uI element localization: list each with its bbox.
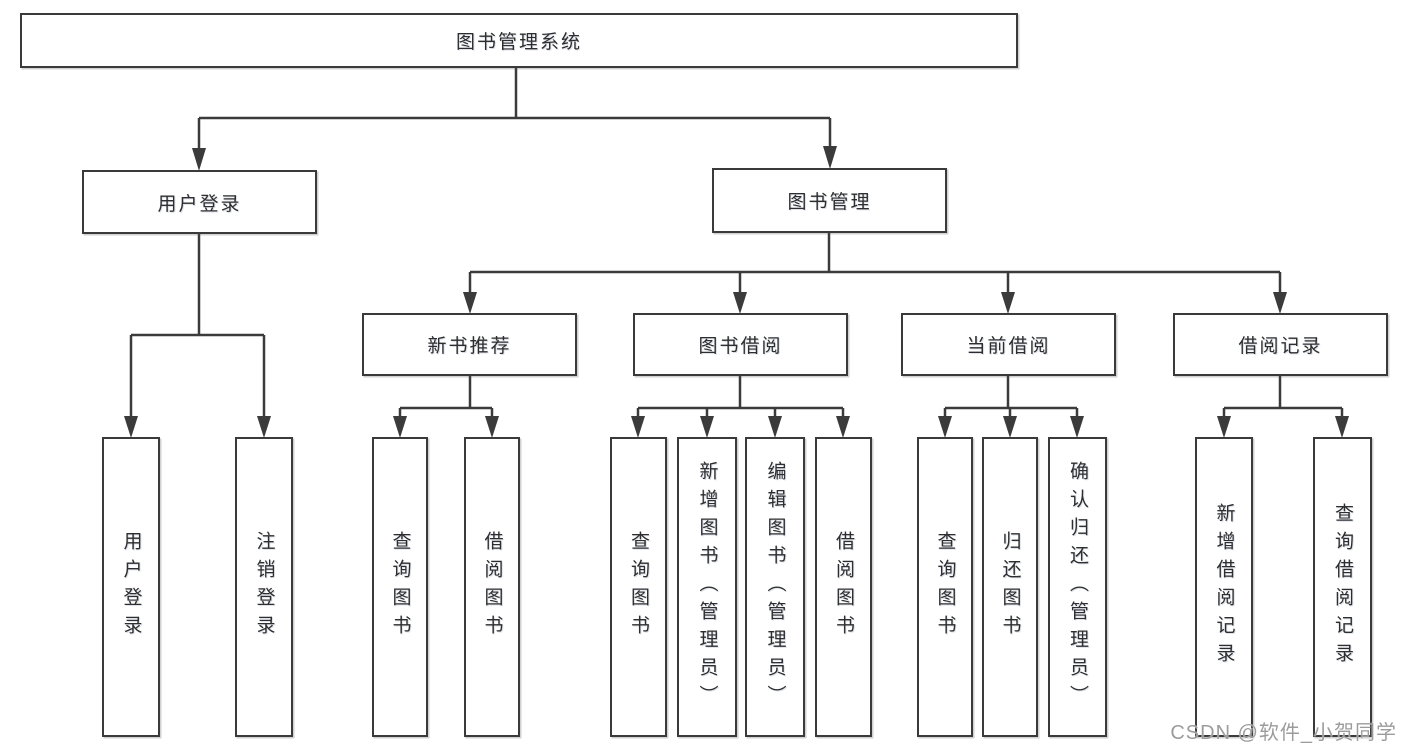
node-new-book-recommend: 新书推荐: [362, 313, 577, 376]
leaf-borrow-books-label: 借阅图书: [833, 531, 854, 643]
connector-user-login: [131, 234, 264, 337]
leaf-return-book-label: 归还图书: [999, 531, 1021, 643]
node-borrow-records: 借阅记录: [1173, 313, 1388, 376]
leaf-query-borrow-record: 查询借阅记录: [1313, 437, 1372, 737]
leaf-query-books-current-label: 查询图书: [934, 531, 956, 643]
connector-current-borrow: [945, 376, 1077, 410]
leaf-add-book-admin-label: 新增图书（管理员）: [696, 461, 718, 713]
leaf-query-books-current: 查询图书: [917, 437, 973, 737]
leaf-query-books-recommend: 查询图书: [372, 437, 428, 737]
node-book-management: 图书管理: [712, 168, 947, 233]
leaf-confirm-return-admin: 确认归还（管理员）: [1048, 437, 1107, 737]
node-book-borrow-label: 图书借阅: [698, 336, 783, 357]
leaf-confirm-return-admin-label: 确认归还（管理员）: [1067, 461, 1088, 713]
node-current-borrow-label: 当前借阅: [966, 336, 1051, 357]
leaf-edit-book-admin: 编辑图书（管理员）: [745, 437, 805, 737]
leaf-logout-label: 注销登录: [253, 531, 275, 643]
node-current-borrow: 当前借阅: [901, 313, 1116, 376]
connector-book-management: [470, 233, 1280, 274]
leaf-query-books-borrow-label: 查询图书: [628, 531, 649, 643]
leaf-user-login: 用户登录: [102, 437, 160, 737]
connector-book-borrow: [638, 376, 843, 410]
connector-borrow-records: [1224, 376, 1342, 410]
watermark: CSDN @软件_小贺同学: [1170, 722, 1397, 744]
node-user-login: 用户登录: [82, 170, 317, 234]
node-book-management-label: 图书管理: [787, 192, 872, 213]
node-new-book-recommend-label: 新书推荐: [427, 336, 512, 357]
leaf-edit-book-admin-label: 编辑图书（管理员）: [764, 461, 786, 713]
leaf-borrow-books: 借阅图书: [815, 437, 872, 737]
node-borrow-records-label: 借阅记录: [1238, 336, 1323, 357]
leaf-query-books-borrow: 查询图书: [610, 437, 667, 737]
leaf-query-books-recommend-label: 查询图书: [389, 531, 411, 643]
leaf-add-borrow-record-label: 新增借阅记录: [1213, 503, 1235, 671]
node-book-borrow: 图书借阅: [633, 313, 848, 376]
connector-root: [199, 68, 830, 120]
leaf-borrow-books-recommend-label: 借阅图书: [481, 531, 503, 643]
leaf-borrow-books-recommend: 借阅图书: [464, 437, 520, 737]
leaf-logout: 注销登录: [235, 437, 293, 737]
leaf-return-book: 归还图书: [982, 437, 1038, 737]
leaf-user-login-label: 用户登录: [120, 531, 142, 643]
leaf-add-book-admin: 新增图书（管理员）: [677, 437, 737, 737]
node-user-login-label: 用户登录: [157, 193, 242, 215]
leaf-query-borrow-record-label: 查询借阅记录: [1332, 503, 1353, 671]
node-root-label: 图书管理系统: [455, 32, 582, 53]
connector-new-book-recommend: [400, 376, 492, 410]
leaf-add-borrow-record: 新增借阅记录: [1195, 437, 1253, 737]
node-root: 图书管理系统: [20, 13, 1018, 68]
